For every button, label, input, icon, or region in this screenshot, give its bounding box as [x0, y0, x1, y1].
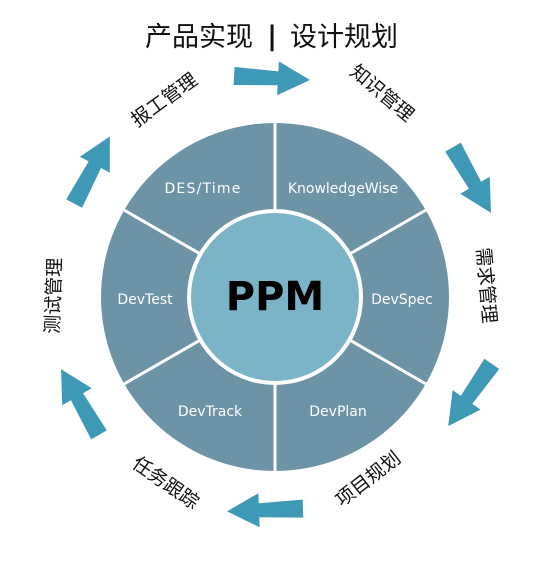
- step-label-knowledge: 知识管理: [346, 61, 418, 127]
- arrow-upper-left-icon: [66, 136, 110, 208]
- title-separator: |: [267, 21, 277, 52]
- hub-circle: [191, 213, 359, 381]
- segment-label-des-time: DES/Time: [164, 181, 241, 197]
- arrow-top-icon: [233, 61, 310, 96]
- title-right: 设计规划: [290, 22, 398, 53]
- step-label-test-management: 测试管理: [42, 257, 67, 334]
- center-label: PPM: [226, 274, 324, 320]
- step-label-task-tracking: 任务跟踪: [128, 452, 203, 514]
- segment-label-knowledgewise: KnowledgeWise: [288, 181, 398, 197]
- arrow-lower-left-icon: [61, 369, 107, 440]
- segment-label-devtest: DevTest: [117, 292, 173, 308]
- step-label-requirements: 需求管理: [472, 247, 501, 325]
- segment-label-devtrack: DevTrack: [178, 404, 243, 420]
- title-left: 产品实现: [145, 22, 253, 53]
- segment-label-devspec: DevSpec: [371, 292, 433, 308]
- arrow-lower-right-icon: [448, 358, 500, 427]
- arrow-bottom-icon: [227, 493, 304, 528]
- step-label-work-report: 报工管理: [127, 69, 201, 131]
- arrow-upper-right-icon: [445, 142, 491, 213]
- segment-label-devplan: DevPlan: [309, 404, 366, 420]
